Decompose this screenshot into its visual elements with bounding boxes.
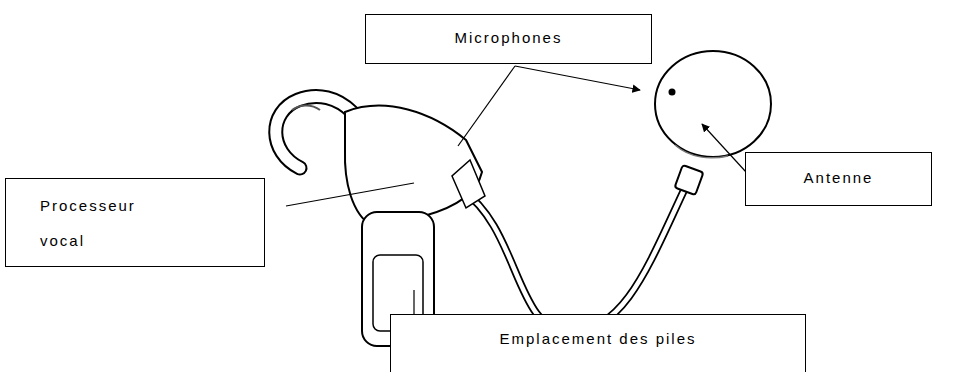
ear-hook-shading — [292, 106, 320, 111]
battery-label-box: Emplacement des piles — [390, 314, 806, 372]
leader-arrow — [515, 66, 640, 90]
microphone-port — [669, 89, 676, 96]
cable-plug — [452, 160, 485, 208]
leader-line — [458, 66, 515, 146]
part-label: Processeur vocal — [40, 189, 170, 258]
ear-hook-outline — [276, 96, 352, 168]
leader-line — [286, 183, 414, 206]
part-label: Antenne — [804, 168, 874, 188]
part-label: Microphones — [455, 28, 563, 48]
part-label: Emplacement des piles — [499, 329, 696, 349]
processor-body — [345, 106, 482, 226]
leader-arrow — [702, 124, 746, 172]
antenna-shading — [675, 145, 728, 158]
microphones-label-box: Microphones — [365, 14, 652, 64]
cable — [462, 186, 686, 332]
antenna-coil — [655, 51, 771, 157]
leader-line — [413, 290, 414, 314]
antenna-connector — [675, 165, 704, 195]
antenna-label-box: Antenne — [745, 152, 932, 206]
processor-label-box: Processeur vocal — [5, 178, 265, 267]
ear-hook — [276, 96, 352, 168]
cable-outline — [462, 186, 686, 332]
